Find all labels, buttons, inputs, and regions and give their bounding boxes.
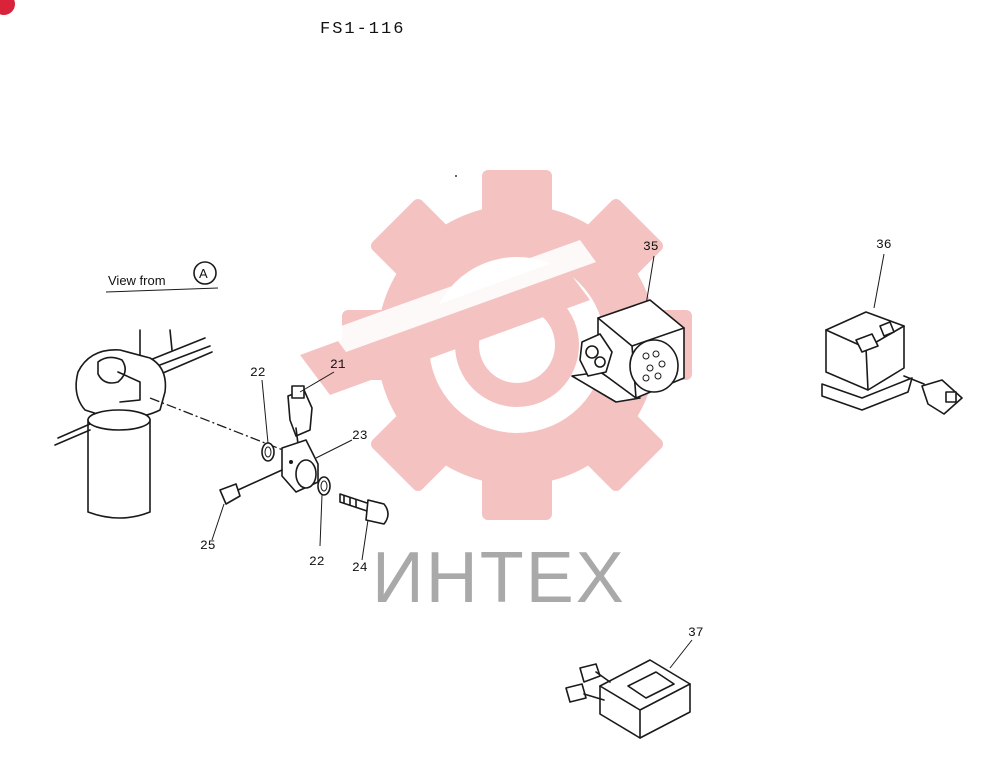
part-23-adapter	[281, 439, 319, 493]
watermark-text: ИНТЕХ	[372, 538, 626, 618]
callout-22-lower: 22	[309, 554, 325, 569]
callout-22-upper: 22	[250, 365, 266, 380]
corner-badge	[0, 0, 15, 15]
part-24-bolt	[339, 493, 389, 525]
callout-21: 21	[330, 357, 346, 372]
callout-23: 23	[352, 428, 368, 443]
part-22-washer-upper	[261, 442, 275, 462]
part-22-washer-lower	[317, 476, 331, 496]
part-25-nipple	[219, 469, 283, 505]
part-21-pressure-switch	[287, 385, 313, 445]
part-36-relay	[821, 253, 963, 415]
leader-lines	[211, 371, 369, 561]
oil-filter-assembly	[54, 329, 213, 519]
callout-37: 37	[688, 625, 704, 640]
callout-24: 24	[352, 560, 368, 575]
page-title: FS1-116	[320, 20, 405, 39]
callout-25: 25	[200, 538, 216, 553]
view-from-label: View from	[108, 273, 166, 288]
watermark-gear-icon	[300, 170, 692, 520]
part-37-resistor-box	[565, 639, 693, 739]
view-marker-circle-icon	[193, 261, 217, 285]
callout-36: 36	[876, 237, 892, 252]
view-marker-letter: A	[199, 266, 208, 281]
part-35-connector	[571, 255, 685, 403]
callout-35: 35	[643, 239, 659, 254]
